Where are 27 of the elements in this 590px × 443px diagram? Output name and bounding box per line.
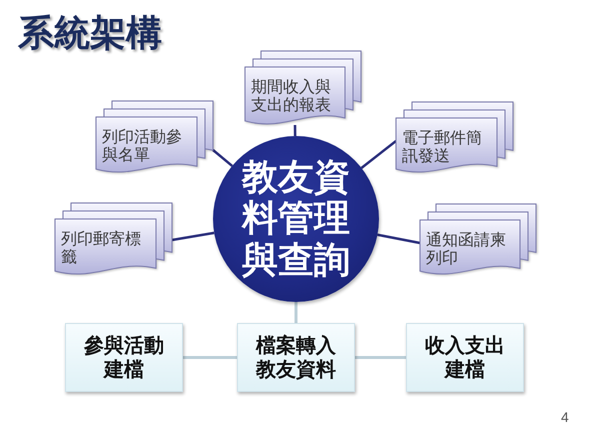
- node-text: 通知函請柬列印: [426, 231, 507, 268]
- node-text: 列印郵寄標籤: [61, 230, 142, 267]
- page-number: 4: [561, 409, 569, 425]
- connector-line: [360, 140, 397, 169]
- node-text: 參與活動建檔: [83, 334, 165, 382]
- process-box: [237, 323, 355, 392]
- document-stack: [245, 51, 361, 125]
- document-stack: [55, 203, 172, 275]
- node-text: 期間收入與支出的報表: [251, 78, 332, 115]
- process-box: [65, 323, 183, 392]
- node-text: 電子郵件簡訊發送: [402, 129, 483, 166]
- document-stack: [420, 204, 536, 275]
- connector-line: [294, 302, 298, 323]
- connector-line: [355, 356, 406, 359]
- slide-title: 系統架構: [18, 12, 162, 55]
- connector-line: [172, 232, 214, 242]
- connector-line: [183, 356, 237, 359]
- node-text: 教友資料管理與查詢: [240, 156, 351, 282]
- process-box: [406, 323, 524, 392]
- node-text: 收入支出建檔: [424, 334, 506, 382]
- connector-line: [212, 149, 233, 167]
- node-text: 列印活動參與名單: [102, 128, 183, 165]
- document-stack: [96, 101, 213, 173]
- node-text: 檔案轉入教友資料: [254, 334, 337, 382]
- document-stack: [396, 102, 513, 173]
- connector-line: [377, 234, 420, 244]
- connector-line: [294, 124, 296, 136]
